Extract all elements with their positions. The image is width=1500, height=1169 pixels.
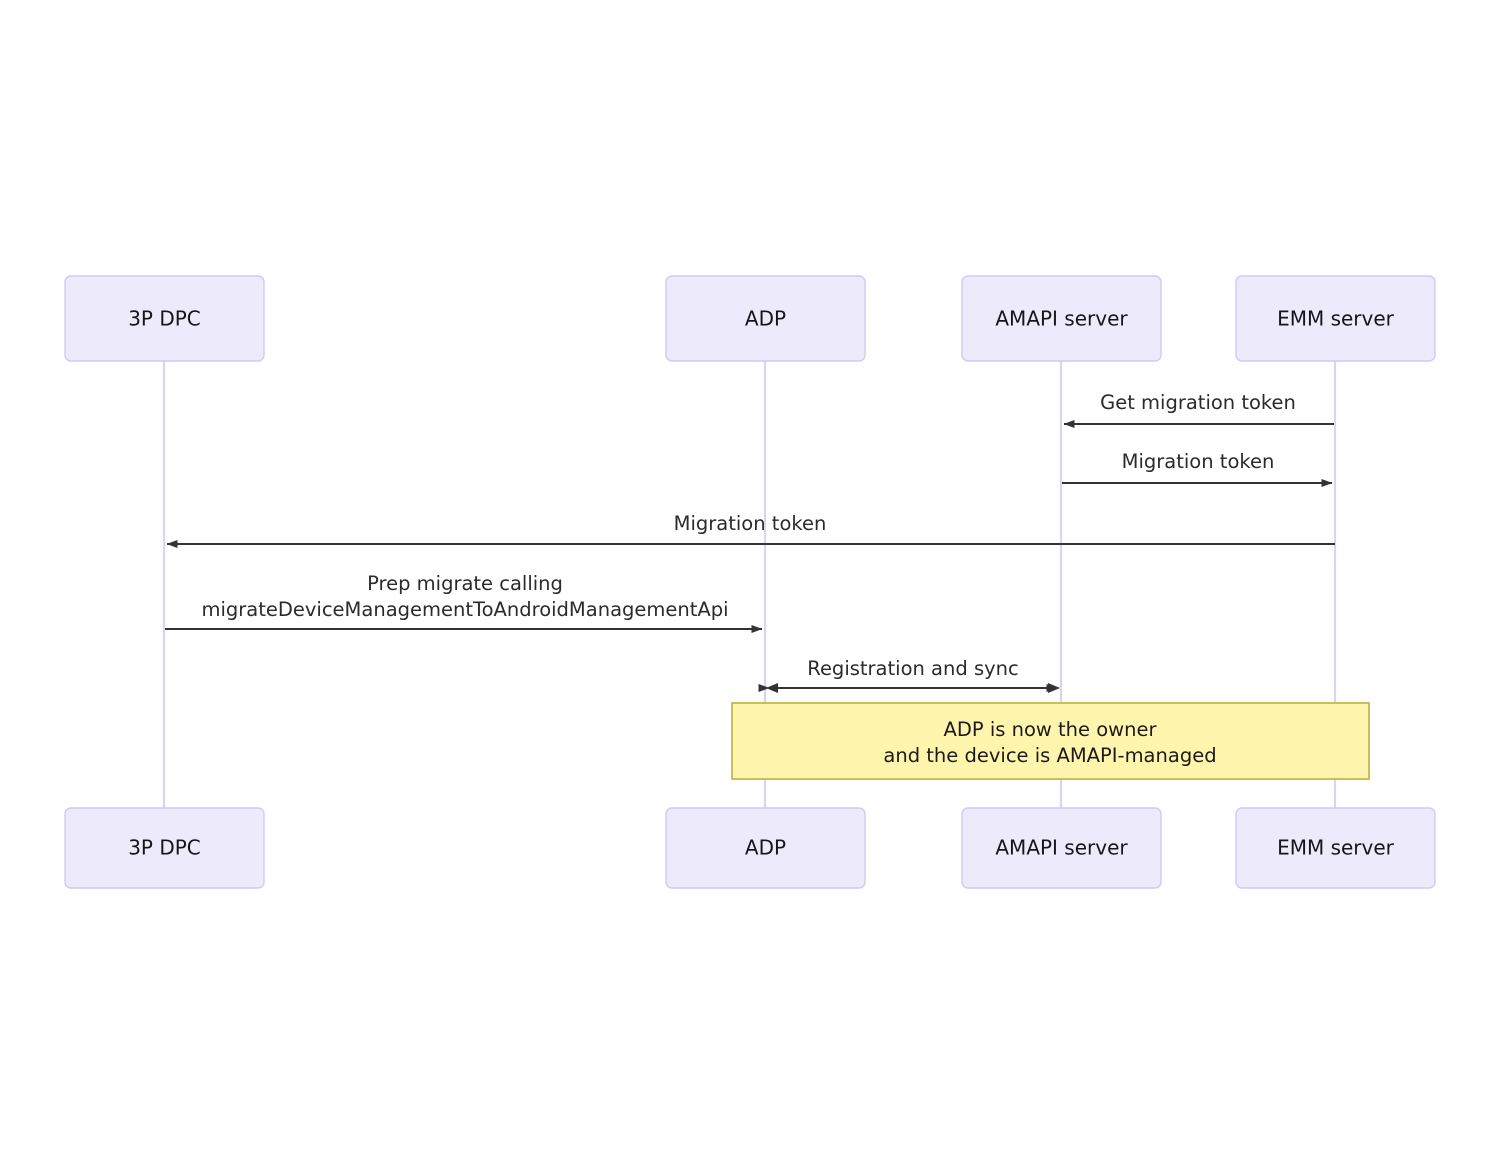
participant-box-amapi-top[interactable] <box>961 275 1162 362</box>
message-label-prep-migrate-line2: migrateDeviceManagementToAndroidManageme… <box>201 598 728 621</box>
message-label-prep-migrate-line1: Prep migrate calling <box>367 572 563 595</box>
participant-label-emm-top: EMM server <box>1277 307 1395 331</box>
participant-label-amapi-top: AMAPI server <box>995 307 1128 331</box>
message-label-migration-token-amapi-emm: Migration token <box>1122 450 1275 473</box>
message-get-migration-token[interactable]: Get migration token <box>1063 391 1334 428</box>
participant-label-adp-top: ADP <box>745 307 786 331</box>
participant-label-amapi-bottom: AMAPI server <box>995 836 1128 860</box>
message-label-migration-token-emm-dpc: Migration token <box>674 512 827 535</box>
message-prep-migrate[interactable]: Prep migrate calling migrateDeviceManage… <box>165 572 763 633</box>
note-text-line2: and the device is AMAPI-managed <box>883 744 1216 767</box>
message-migration-token-emm-dpc[interactable]: Migration token <box>166 512 1335 548</box>
participant-box-adp-top[interactable] <box>665 275 866 362</box>
message-label-registration-and-sync: Registration and sync <box>807 657 1018 680</box>
note-box[interactable] <box>731 702 1370 780</box>
participant-box-adp-bottom[interactable] <box>665 807 866 889</box>
participant-box-emm-bottom[interactable] <box>1235 807 1436 889</box>
message-registration-and-sync[interactable]: Registration and sync <box>758 657 1060 693</box>
participant-box-amapi-bottom[interactable] <box>961 807 1162 889</box>
participant-label-dpc-top: 3P DPC <box>128 307 201 331</box>
participant-box-dpc-bottom[interactable] <box>64 807 265 889</box>
participant-box-dpc-top[interactable] <box>64 275 265 362</box>
participants-top: 3P DPC ADP AMAPI server EMM server <box>64 275 1436 362</box>
participant-label-emm-bottom: EMM server <box>1277 836 1395 860</box>
message-label-get-migration-token: Get migration token <box>1100 391 1296 414</box>
participants-bottom: 3P DPC ADP AMAPI server EMM server <box>64 807 1436 889</box>
participant-label-dpc-bottom: 3P DPC <box>128 836 201 860</box>
note-adp-owner[interactable]: ADP is now the owner and the device is A… <box>731 702 1370 780</box>
participant-box-emm-top[interactable] <box>1235 275 1436 362</box>
participant-label-adp-bottom: ADP <box>745 836 786 860</box>
message-arrowhead-left-registration <box>766 683 778 693</box>
note-text-line1: ADP is now the owner <box>944 718 1158 741</box>
message-arrowhead-right-registration <box>1048 683 1060 693</box>
message-migration-token-amapi-emm[interactable]: Migration token <box>1062 450 1333 487</box>
